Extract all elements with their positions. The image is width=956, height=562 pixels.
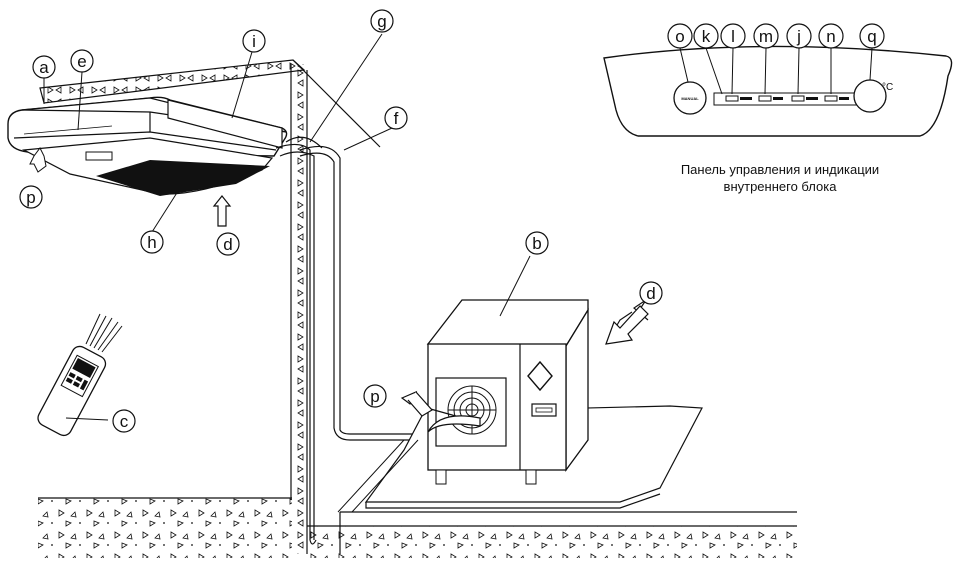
svg-text:i: i [252, 32, 256, 51]
callout-l: l [720, 23, 746, 49]
svg-text:d: d [646, 284, 655, 303]
svg-text:c: c [120, 412, 129, 431]
callout-o: o [667, 23, 693, 49]
svg-text:a: a [39, 58, 49, 77]
callout-f: f [384, 106, 408, 130]
indicator-n [824, 95, 838, 102]
svg-text:p: p [26, 188, 35, 207]
callout-b: b [525, 231, 549, 255]
indoor-unit [7, 96, 288, 196]
degree-symbol: °C [882, 82, 893, 93]
warning-diamond-icon [527, 360, 553, 392]
callout-p-indoor: p [19, 185, 43, 209]
callout-h: h [140, 230, 164, 254]
callout-c: c [112, 409, 136, 433]
refrigerant-pipe [275, 136, 428, 545]
panel-caption-line2: внутреннего блока [723, 179, 837, 194]
indicator-l [725, 95, 739, 102]
indoor-control-panel: MANUAL °C [603, 45, 953, 137]
svg-text:n: n [826, 27, 835, 46]
callout-q: q [859, 23, 885, 49]
svg-text:d: d [223, 235, 232, 254]
airflow-up-arrow-indoor [212, 195, 232, 227]
manual-button [673, 81, 707, 115]
svg-text:b: b [532, 234, 541, 253]
callout-i: i [242, 29, 266, 53]
svg-text:f: f [394, 109, 399, 128]
callout-n: n [818, 23, 844, 49]
callout-p-outdoor: p [363, 384, 387, 408]
svg-text:p: p [370, 387, 379, 406]
svg-text:k: k [702, 27, 711, 46]
floor-slab-left [38, 498, 292, 558]
callout-j: j [786, 23, 812, 49]
svg-text:j: j [796, 27, 801, 46]
airflow-out-arrow-indoor [29, 147, 47, 173]
callout-e: e [70, 49, 94, 73]
svg-text:o: o [675, 27, 684, 46]
svg-text:g: g [377, 12, 386, 31]
ground-right [307, 526, 797, 558]
remote-control [37, 345, 107, 437]
air-outlet-grille [96, 160, 270, 196]
callout-d-outdoor: d [639, 281, 663, 305]
leader-lines [43, 33, 873, 421]
svg-text:l: l [731, 27, 735, 46]
svg-text:q: q [867, 27, 876, 46]
callout-g: g [370, 9, 394, 33]
callout-m: m [753, 23, 779, 49]
outdoor-unit [337, 299, 703, 513]
panel-caption-line1: Панель управления и индикации [680, 162, 880, 177]
callout-d-indoor: d [216, 232, 240, 256]
indicator-j [791, 95, 805, 102]
callout-a: a [32, 55, 56, 79]
building-structure [38, 59, 797, 558]
callout-k: k [693, 23, 719, 49]
remote-signal-icon [85, 313, 123, 353]
indicator-m [758, 95, 772, 102]
fan-icon [447, 385, 497, 435]
manual-label: MANUAL [681, 96, 699, 101]
panel-caption: Панель управления и индикации внутреннег… [650, 161, 910, 195]
wall [291, 64, 307, 554]
svg-text:h: h [147, 233, 156, 252]
svg-text:m: m [759, 27, 773, 46]
svg-text:e: e [77, 52, 86, 71]
